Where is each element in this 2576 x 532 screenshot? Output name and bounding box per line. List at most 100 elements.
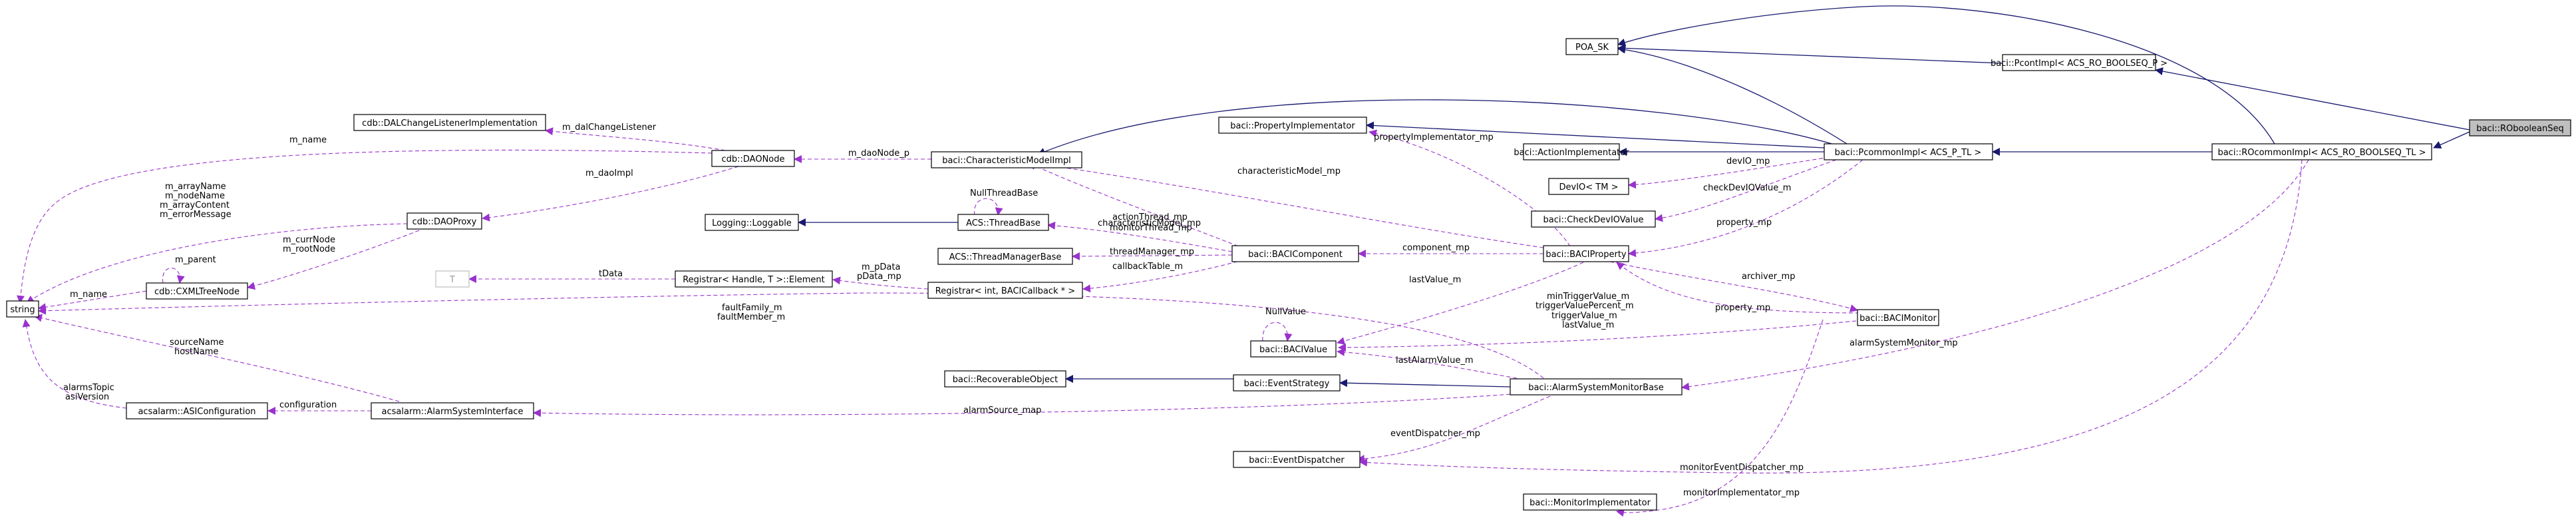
edge-daonode-dallistener	[545, 127, 726, 151]
edge-baciprop-bacivalue	[1337, 262, 1584, 345]
svg-text:baci::CheckDevIOValue: baci::CheckDevIOValue	[1543, 215, 1644, 225]
label-alarmsource-map: alarmSource_map	[963, 405, 1041, 415]
node-actionimpl[interactable]: baci::ActionImplementator	[1514, 143, 1629, 160]
node-registrar-elem[interactable]: Registrar< Handle, T >::Element	[675, 270, 833, 288]
svg-text:T: T	[449, 275, 455, 285]
label-faultfamily-m: faultFamily_m	[722, 303, 782, 313]
node-pcontimpl[interactable]: baci::PcontImpl< ACS_RO_BOOLSEQ_P >	[1991, 54, 2168, 71]
svg-text:baci::MonitorImplementator: baci::MonitorImplementator	[1530, 498, 1651, 508]
label-m-dalchangelistener: m_dalChangeListener	[562, 123, 657, 133]
edge-asiconfig-string	[22, 319, 127, 409]
label-m-arrayname: m_arrayName	[165, 182, 226, 192]
node-rocommonimpl[interactable]: baci::ROcommonImpl< ACS_RO_BOOLSEQ_TL >	[2211, 143, 2432, 160]
label-monitorthread-mp: monitorThread_mp	[1110, 223, 1192, 233]
edge-daoproxy-string	[26, 223, 408, 304]
node-roboolseq[interactable]: baci::RObooleanSeq	[2469, 119, 2571, 136]
node-daonode[interactable]: cdb::DAONode	[711, 150, 795, 167]
node-eventdispatcher[interactable]: baci::EventDispatcher	[1233, 451, 1361, 468]
node-devio[interactable]: DevIO< TM >	[1548, 178, 1629, 195]
edge-alarmbase-eventstrategy	[1339, 379, 1511, 388]
label-monitorimplementator-mp: monitorImplementator_mp	[1683, 488, 1800, 498]
label-alarmstopic: alarmsTopic	[63, 383, 114, 393]
svg-text:ACS::ThreadManagerBase: ACS::ThreadManagerBase	[949, 252, 1062, 262]
edge-baciprop-charmodel	[1037, 160, 1544, 248]
svg-text:cdb::DALChangeListenerImplemen: cdb::DALChangeListenerImplementation	[362, 119, 538, 129]
edge-alarmbase-bacivalue	[1337, 348, 1524, 380]
label-sourcename: sourceName	[170, 338, 224, 348]
edge-daonode-string	[17, 149, 713, 304]
node-eventstrategy[interactable]: baci::EventStrategy	[1233, 374, 1341, 392]
node-loggable[interactable]: Logging::Loggable	[705, 214, 799, 231]
label-triggervaluepercent-m: triggerValuePercent_m	[1535, 301, 1634, 311]
label-threadmanager-mp: threadManager_mp	[1110, 247, 1194, 257]
label-property-mp-2: property_mp	[1715, 303, 1770, 313]
edge-alarmbase-eventdispatcher	[1357, 396, 1551, 463]
node-alarmbase[interactable]: baci::AlarmSystemMonitorBase	[1510, 378, 1683, 396]
edge-baciprop-monitor	[1609, 261, 1858, 312]
svg-text:baci::PcommonImpl< ACS_P_TL >: baci::PcommonImpl< ACS_P_TL >	[1835, 148, 1982, 158]
node-daoproxy[interactable]: cdb::DAOProxy	[406, 212, 482, 230]
node-dallistener[interactable]: cdb::DALChangeListenerImplementation	[353, 114, 546, 131]
label-m-daoimpl: m_daoImpl	[585, 168, 633, 178]
edge-component-threadmgr	[1072, 252, 1233, 260]
svg-text:baci::PcontImpl< ACS_RO_BOOLSE: baci::PcontImpl< ACS_RO_BOOLSEQ_P >	[1991, 59, 2168, 69]
edge-robool-pcontimpl	[2155, 67, 2470, 131]
node-bacicomponent[interactable]: baci::BACIComponent	[1231, 245, 1359, 262]
label-actionthread-mp: actionThread_mp	[1112, 212, 1188, 222]
label-m-nodename: m_nodeName	[165, 191, 225, 201]
edge-pcommonimpl-poa	[1617, 45, 1857, 150]
svg-text:baci::BACIProperty: baci::BACIProperty	[1545, 250, 1627, 260]
node-checkdevio[interactable]: baci::CheckDevIOValue	[1531, 210, 1656, 228]
label-checkdeviovalue-m: checkDevIOValue_m	[1703, 183, 1791, 193]
label-eventdispatcher-mp: eventDispatcher_mp	[1390, 429, 1480, 439]
label-monitoreventdispatcher-mp: monitorEventDispatcher_mp	[1680, 463, 1804, 473]
node-baciproperty[interactable]: baci::BACIProperty	[1543, 245, 1629, 262]
node-propimpl[interactable]: baci::PropertyImplementator	[1218, 117, 1367, 134]
svg-text:baci::AlarmSystemMonitorBase: baci::AlarmSystemMonitorBase	[1528, 383, 1664, 393]
node-cxml[interactable]: cdb::CXMLTreeNode	[146, 282, 248, 300]
label-characteristicmodel-mp-2: characteristicModel_mp	[1098, 218, 1201, 228]
label-m-daonode-p: m_daoNode_p	[848, 148, 909, 158]
svg-text:Logging::Loggable: Logging::Loggable	[712, 218, 792, 228]
label-callbacktable-m: callbackTable_m	[1112, 262, 1183, 272]
node-bacivalue[interactable]: baci::BACIValue	[1250, 340, 1337, 358]
label-alarmsystemmonitor-mp: alarmSystemMonitor_mp	[1850, 338, 1958, 348]
node-recoverable[interactable]: baci::RecoverableObject	[944, 370, 1066, 388]
node-threadbase[interactable]: ACS::ThreadBase	[957, 214, 1049, 231]
edge-rocommon-eventdispatcher	[1359, 159, 2303, 473]
svg-text:baci::PropertyImplementator: baci::PropertyImplementator	[1230, 121, 1355, 131]
node-alarmiface[interactable]: acsalarm::AlarmSystemInterface	[371, 402, 534, 419]
node-pcommonimpl[interactable]: baci::PcommonImpl< ACS_P_TL >	[1824, 143, 1993, 160]
svg-text:baci::EventStrategy: baci::EventStrategy	[1244, 379, 1330, 389]
edge-daoproxy-cxml	[247, 230, 420, 290]
node-t[interactable]: T	[435, 270, 470, 288]
label-nullthreadbase: NullThreadBase	[970, 188, 1038, 198]
svg-text:Registrar< Handle, T >::Elemen: Registrar< Handle, T >::Element	[683, 275, 825, 285]
edge-baciprop-propimpl	[1368, 129, 1571, 247]
label-m-name-cxml: m_name	[70, 290, 107, 300]
node-monitorimpl[interactable]: baci::MonitorImplementator	[1523, 493, 1657, 511]
node-registrar-cb[interactable]: Registrar< int, BACICallback * >	[927, 282, 1083, 299]
edge-daonode-daoproxy	[482, 166, 739, 222]
label-m-name-top: m_name	[289, 135, 327, 145]
label-m-currnode: m_currNode	[283, 235, 335, 245]
node-asiconfig[interactable]: acsalarm::ASIConfiguration	[126, 402, 268, 419]
svg-text:cdb::CXMLTreeNode: cdb::CXMLTreeNode	[154, 287, 240, 297]
edge-pcommon-baciprop	[1628, 159, 1863, 258]
node-string[interactable]: string	[6, 300, 39, 318]
node-poa-sk[interactable]: POA_SK	[1565, 38, 1619, 55]
node-charmodel[interactable]: baci::CharacteristicModelImpl	[931, 151, 1082, 168]
label-m-arraycontent: m_arrayContent	[160, 200, 230, 210]
node-bacimonitor[interactable]: baci::BACIMonitor	[1857, 309, 1939, 326]
edge-monitor-monitorimpl	[1616, 319, 1824, 517]
svg-text:baci::ActionImplementator: baci::ActionImplementator	[1514, 148, 1629, 158]
edge-pcommon-propimpl	[1366, 121, 1825, 148]
edge-pcontimpl-poa	[1617, 44, 2003, 64]
edge-alarmbase-alarmiface	[533, 392, 1531, 417]
edge-rocommon-alarmbase	[1681, 159, 2309, 391]
edge-robool-rocommon	[2433, 131, 2470, 149]
svg-text:baci::CharacteristicModelImpl: baci::CharacteristicModelImpl	[942, 156, 1071, 166]
edge-rocommon-poa	[1617, 5, 2276, 146]
label-asiversion: asiVersion	[65, 392, 109, 402]
node-threadmgr[interactable]: ACS::ThreadManagerBase	[937, 248, 1073, 265]
